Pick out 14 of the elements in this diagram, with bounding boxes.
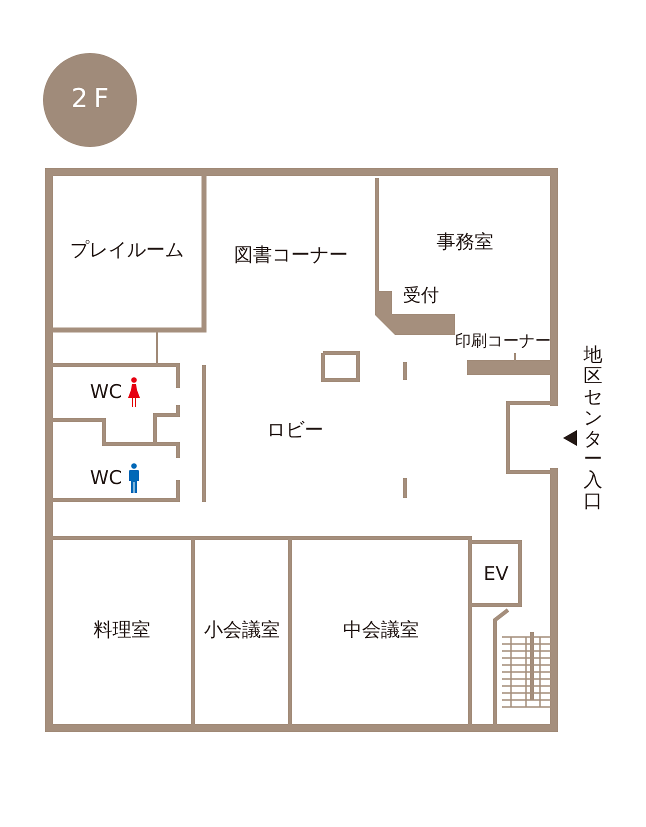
entrance-label: 地区センター入口 — [583, 345, 603, 512]
floor-number: 2F — [70, 84, 115, 116]
room-name: WC — [90, 466, 122, 490]
room-name: 図書コーナー — [234, 244, 348, 266]
room-name: 中会議室 — [343, 618, 419, 642]
room-name: EV — [483, 562, 508, 586]
room-name: ロビー — [266, 418, 324, 442]
room-name: プレイルーム — [70, 238, 184, 262]
room-name: 事務室 — [436, 230, 494, 254]
room-name: 料理室 — [94, 618, 150, 642]
room-name: WC — [90, 380, 122, 404]
area-label: 印刷コーナー — [455, 331, 551, 350]
room-name: 小会議室 — [204, 618, 280, 642]
counter-label: 受付 — [403, 285, 439, 307]
